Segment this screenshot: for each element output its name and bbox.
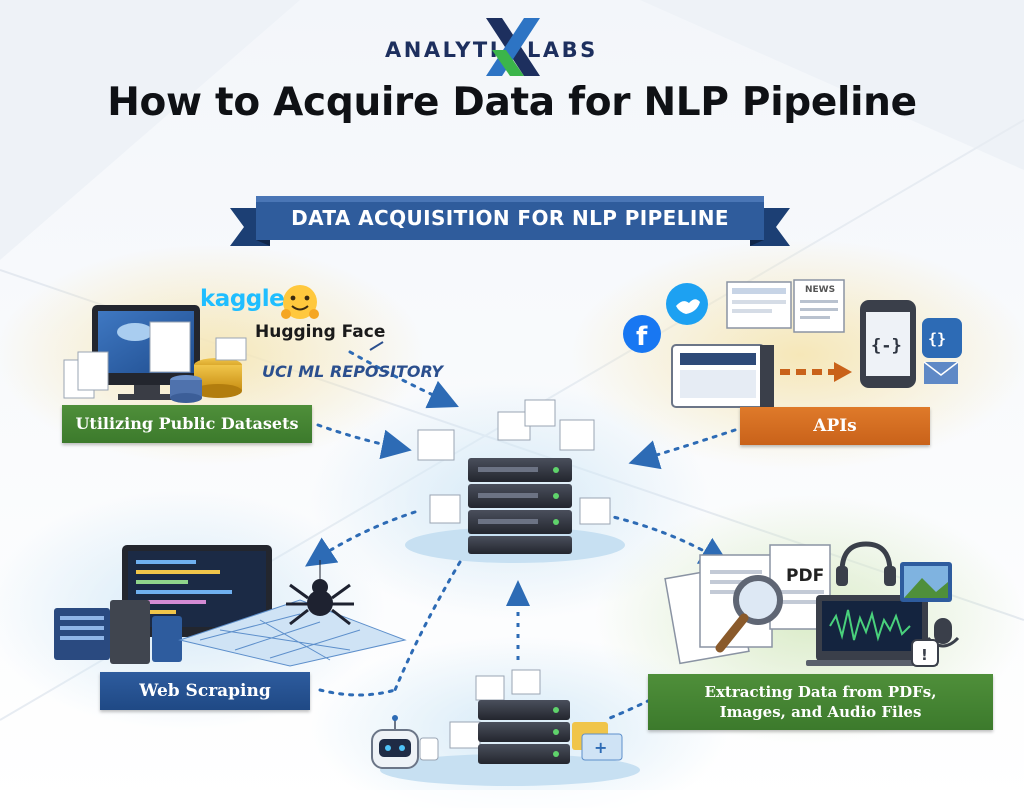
ribbon-title: DATA ACQUISITION FOR NLP PIPELINE	[262, 206, 758, 230]
brand-name-left: ANALYTI	[385, 38, 500, 62]
svg-text:f: f	[636, 322, 648, 352]
code-braces-icon: {-}	[871, 336, 902, 356]
uci-repository-logo: UCI ML REPOSITORY	[262, 362, 443, 381]
label-extracting-data: Extracting Data from PDFs, Images, and A…	[648, 674, 993, 730]
pdf-tag: PDF	[786, 566, 824, 586]
brand-logo: ANALYTI LABS	[0, 10, 1024, 82]
label-web-scraping: Web Scraping	[100, 672, 310, 710]
svg-text:{}: {}	[928, 330, 946, 348]
label-extracting-line-1: Extracting Data from PDFs,	[648, 682, 993, 702]
hugging-face-logo: Hugging Face	[255, 322, 385, 342]
news-tag: NEWS	[805, 285, 835, 295]
svg-text:!: !	[921, 646, 928, 664]
label-apis: APIs	[740, 407, 930, 445]
label-extracting-line-2: Images, and Audio Files	[648, 702, 993, 722]
svg-text:+: +	[594, 738, 607, 757]
page-title: How to Acquire Data for NLP Pipeline	[0, 80, 1024, 125]
label-public-datasets: Utilizing Public Datasets	[62, 405, 312, 443]
brand-name-right: LABS	[527, 38, 598, 62]
kaggle-logo: kaggle	[200, 286, 284, 312]
